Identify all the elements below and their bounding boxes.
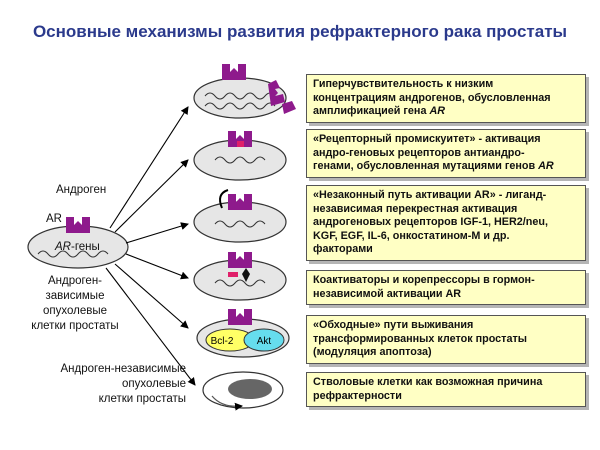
cell-stem-cells: [202, 371, 284, 411]
mechanism-box-receptor-promiscuity: «Рецепторный промискуитет» - активация а…: [306, 129, 586, 178]
cell-illegal-pathway: [193, 189, 287, 243]
cell-hypersensitivity: [193, 64, 296, 119]
androgen-receptor-icon: [66, 217, 90, 233]
androgen-dependent-cell: [27, 217, 129, 269]
mechanism-box-illegal-pathway: «Незаконный путь активации AR» - лиганд-…: [306, 185, 586, 261]
arrows: [105, 106, 196, 386]
androgen-receptor-icon: [228, 131, 252, 147]
mechanism-box-stem-cells: Стволовые клетки как возможная причина р…: [306, 372, 586, 407]
androgen-receptor-icon: [228, 252, 252, 268]
androgen-independent-cells-label: Андроген-независимые опухолевые клетки п…: [60, 363, 186, 405]
page-title: Основные механизмы развития рефрактерног…: [32, 22, 568, 41]
ar-label: AR: [46, 213, 62, 225]
mechanism-box-bypass-pathways: «Обходные» пути выживания трансформирова…: [306, 315, 586, 364]
mechanism-box-hypersensitivity: Гиперчувствительность к низким концентра…: [306, 74, 586, 123]
androgen-receptor-icon: [228, 194, 252, 210]
ar-genes-label: AR-гены: [55, 241, 100, 253]
androgen-receptor-icon: [222, 64, 246, 80]
cell-bypass-pathways: Bcl-2 Akt: [196, 309, 290, 358]
androgen-receptor-icon: [228, 309, 252, 325]
akt-label: Akt: [257, 336, 272, 347]
androgen-receptor-icon: [282, 101, 296, 114]
androgen-dependent-cells-label: Андроген- зависимые опухолевые клетки пр…: [31, 275, 119, 332]
akt-oval: [243, 328, 285, 352]
mechanism-box-coactivators: Коактиваторы и корепрессоры в гормон- не…: [306, 270, 586, 305]
cell-coactivators: [193, 252, 287, 301]
androgen-receptor-icon: [268, 80, 285, 106]
cell-receptor-promiscuity: [193, 131, 287, 181]
androgen-label: Андроген: [56, 184, 107, 196]
bcl2-label: Bcl-2: [211, 336, 234, 347]
